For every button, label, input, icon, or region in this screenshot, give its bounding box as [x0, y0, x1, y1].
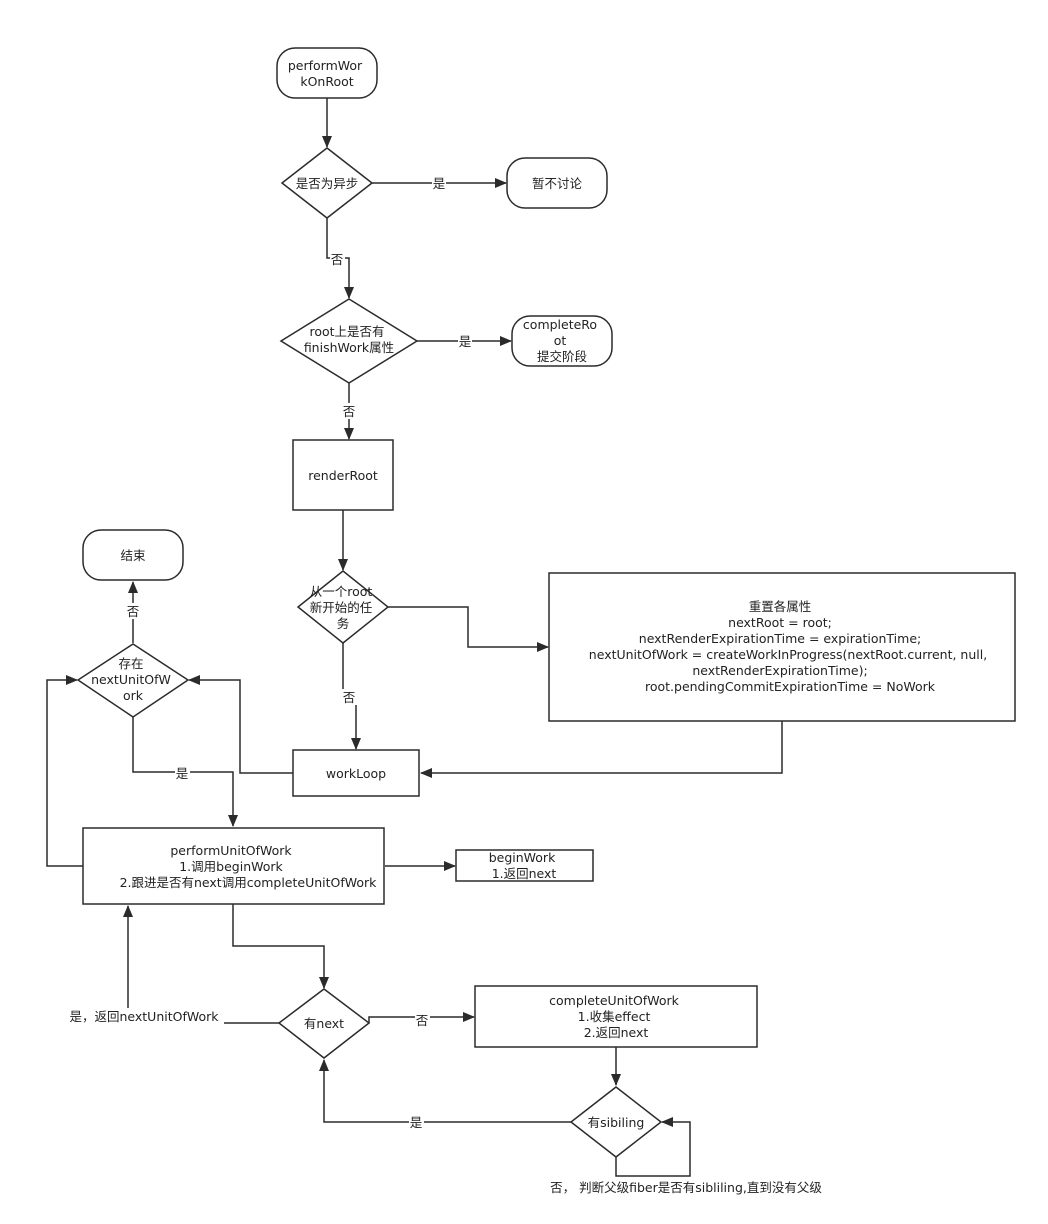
node-has-sibling-text: 有sibiling [588, 1115, 645, 1130]
node-new-task-from-root-text: 从一个root 新开始的任 务 [310, 584, 377, 631]
edge-sibling-no [615, 1117, 691, 1177]
edge-sibling-yes [319, 1059, 571, 1123]
node-root-finish-work-text: root上是否有 finishWork属性 [304, 324, 394, 355]
node-exists-next-unit: 存在 nextUnitOfW ork [76, 643, 190, 718]
node-new-task-from-root: 从一个root 新开始的任 务 [296, 570, 390, 644]
node-begin-work: beginWork 1.返回next [455, 849, 594, 882]
edge-perform-loopback [46, 675, 83, 867]
label-sibling-no: 否， 判断父级fiber是否有sibliling,直到没有父级 [550, 1180, 822, 1195]
edge-perform-to-hasnext [232, 904, 329, 989]
node-reset-properties: 重置各属性 nextRoot = root; nextRenderExpirat… [548, 572, 1016, 722]
node-end-text: 结束 [120, 548, 146, 563]
node-render-root-text: renderRoot [308, 468, 378, 483]
node-is-async: 是否为异步 [280, 147, 374, 219]
node-complete-root: completeRo ot 提交阶段 [511, 315, 613, 367]
node-complete-unit-of-work: completeUnitOfWork 1.收集effect 2.返回next [474, 985, 758, 1048]
node-complete-root-text: completeRo ot 提交阶段 [523, 317, 601, 364]
edge-reset-to-workloop [420, 721, 783, 778]
node-begin-work-text: beginWork 1.返回next [489, 850, 560, 881]
edge-hasnext-no [368, 1012, 475, 1023]
edge-workloop-to-exists [188, 675, 293, 774]
label-async-no: 否 [331, 252, 344, 267]
node-root-finish-work: root上是否有 finishWork属性 [279, 298, 419, 384]
edge-hasnext-yes [123, 905, 279, 1024]
edges [46, 98, 783, 1177]
node-complete-unit-of-work-text: completeUnitOfWork 1.收集effect 2.返回next [549, 993, 683, 1040]
label-has-next-yes: 是，返回nextUnitOfWork [69, 1009, 219, 1024]
label-exists-no: 否 [127, 604, 140, 619]
edge-newtask-to-reset [388, 606, 549, 652]
label-has-next-no: 否 [416, 1013, 429, 1028]
node-reset-properties-text: 重置各属性 nextRoot = root; nextRenderExpirat… [589, 599, 991, 694]
node-has-next-text: 有next [304, 1016, 344, 1031]
node-not-discussed: 暂不讨论 [506, 157, 608, 209]
node-exists-next-unit-text: 存在 nextUnitOfW ork [91, 656, 175, 703]
node-work-loop: workLoop [292, 749, 420, 797]
node-end: 结束 [82, 529, 184, 581]
node-has-sibling: 有sibiling [569, 1086, 663, 1158]
label-exists-yes: 是 [176, 766, 189, 781]
node-has-next: 有next [277, 988, 371, 1059]
node-perform-work-on-root: performWor kOnRoot [276, 47, 378, 99]
node-is-async-text: 是否为异步 [296, 176, 359, 191]
label-async-yes: 是 [433, 176, 446, 191]
node-perform-unit-of-work: performUnitOfWork 1.调用beginWork 2.跟进是否有n… [82, 827, 385, 905]
node-perform-unit-of-work-text: performUnitOfWork 1.调用beginWork 2.跟进是否有n… [120, 843, 378, 890]
label-finish-yes: 是 [459, 334, 472, 349]
label-sibling-yes: 是 [410, 1115, 423, 1130]
label-new-task-no: 否 [343, 690, 356, 705]
label-finish-no: 否 [343, 404, 356, 419]
node-not-discussed-text: 暂不讨论 [532, 176, 583, 191]
node-render-root: renderRoot [292, 439, 394, 511]
edge-labels: 是 否 是 否 否 否 是 否 是，返回nextUnitOfWork 是 否， … [64, 175, 826, 1196]
node-work-loop-text: workLoop [326, 766, 386, 781]
node-perform-work-on-root-text: performWor kOnRoot [288, 58, 366, 89]
